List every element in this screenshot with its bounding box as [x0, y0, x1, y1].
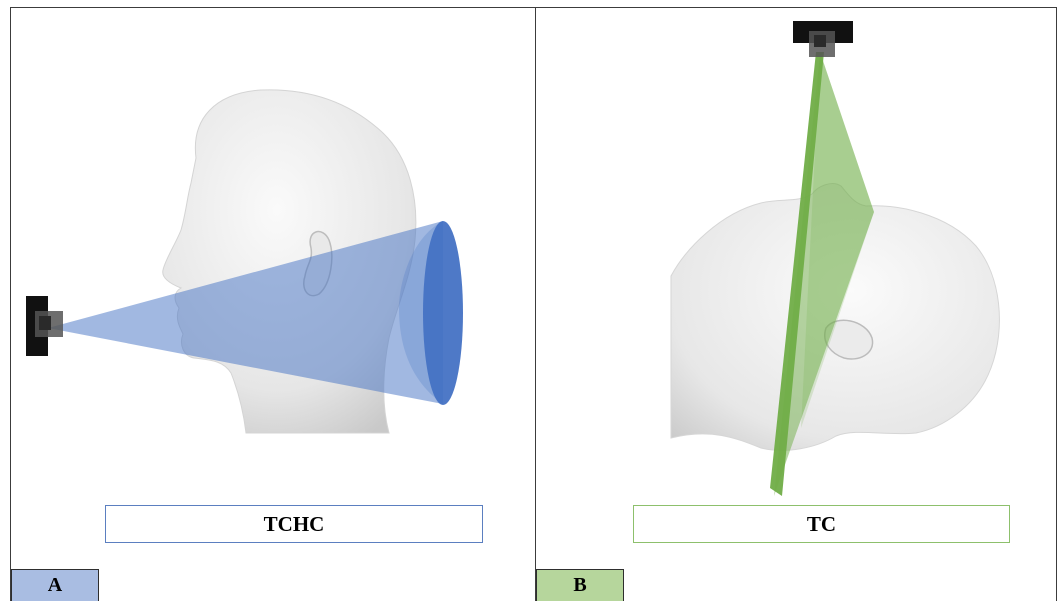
caption-text: TC: [807, 512, 836, 537]
panel-tag-b: B: [536, 569, 624, 601]
panel-b: TC B: [535, 7, 1057, 601]
panel-tag-text: A: [48, 574, 62, 597]
caption-box-tchc: TCHC: [105, 505, 483, 543]
panel-tag-text: B: [573, 574, 586, 597]
x-ray-source-icon: [26, 296, 63, 356]
panel-a: TCHC A: [10, 7, 536, 601]
panel-tag-a: A: [11, 569, 99, 601]
caption-box-tc: TC: [633, 505, 1010, 543]
x-ray-source-icon: [793, 21, 853, 57]
caption-text: TCHC: [264, 512, 325, 537]
